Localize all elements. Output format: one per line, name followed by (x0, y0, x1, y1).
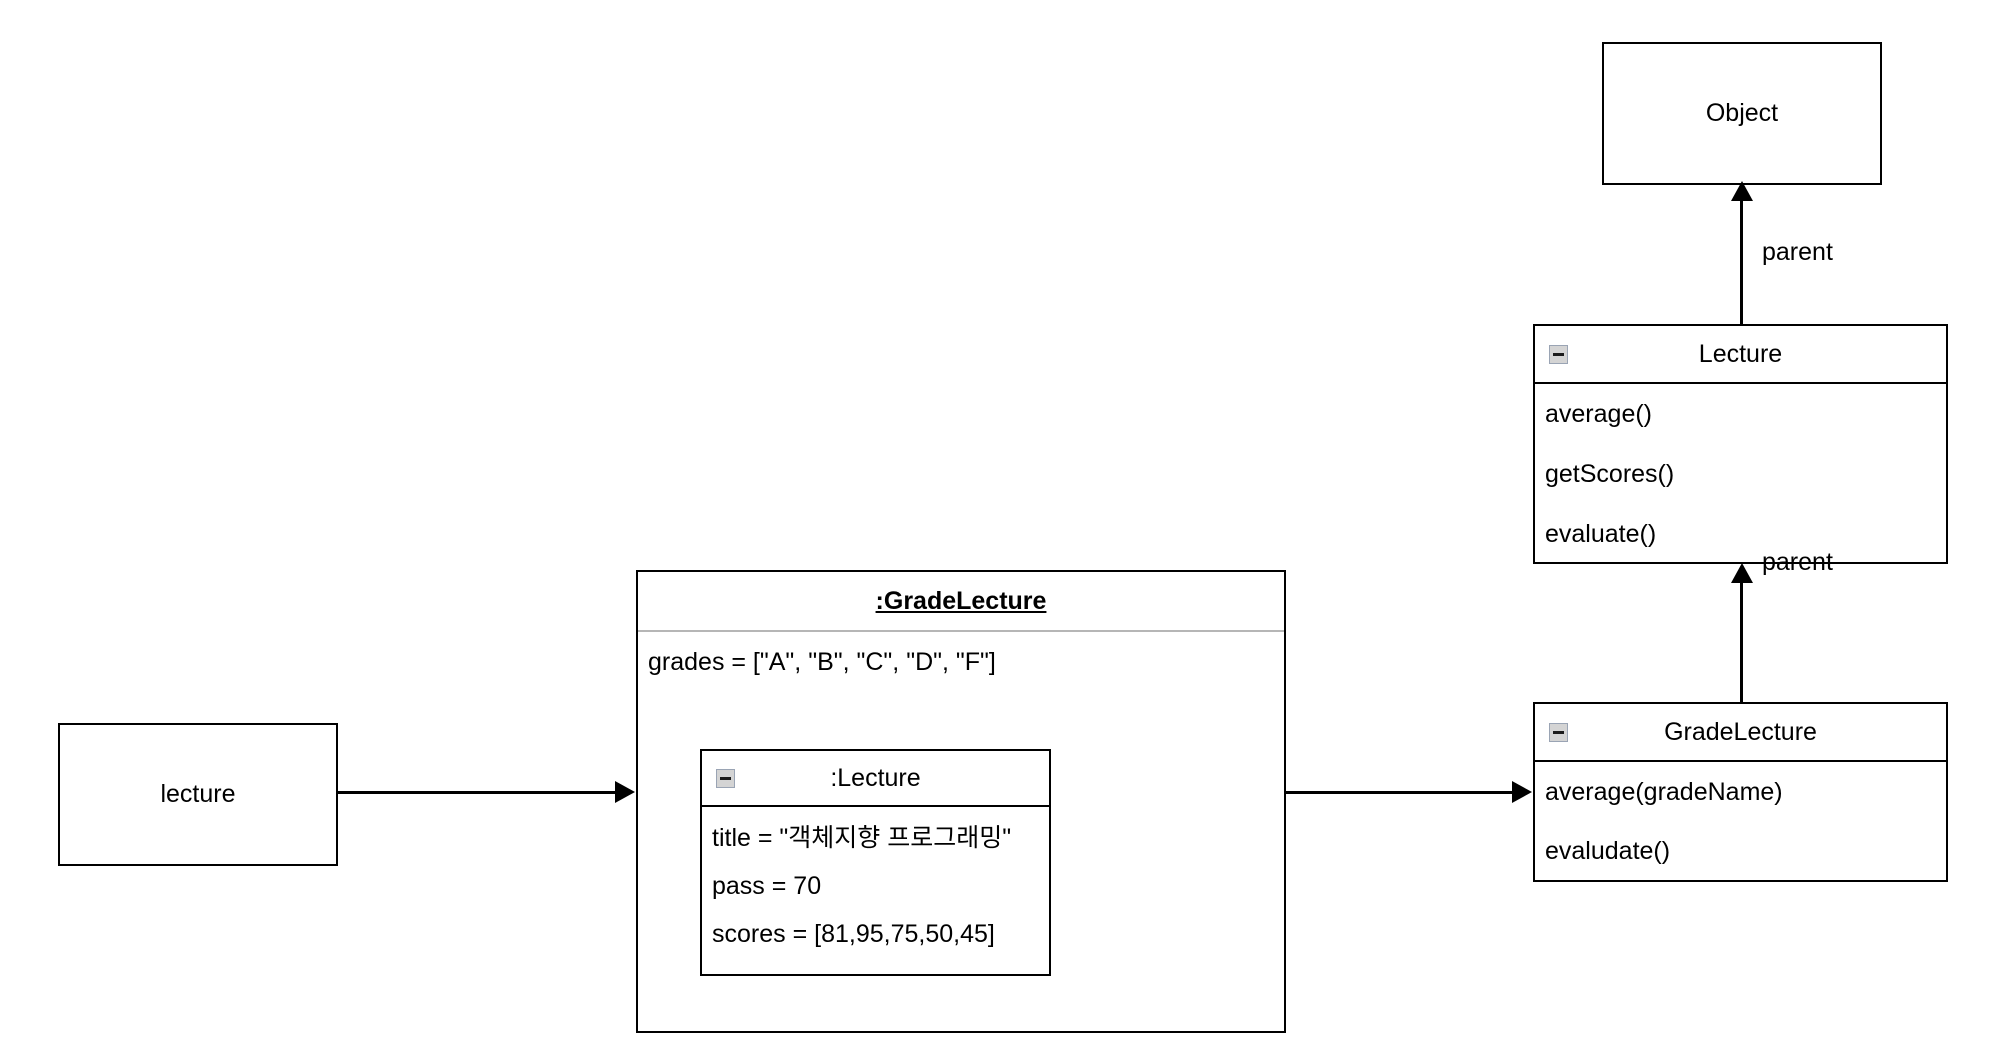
lecture-class-box[interactable]: Lecture average() getScores() evaluate() (1533, 324, 1948, 564)
edge-gradelecture-parent-lecture (1740, 578, 1743, 704)
arrowhead-gradelecture-object-to-class (1512, 781, 1532, 803)
lecture-object-name: :Lecture (830, 763, 921, 792)
lecture-class-method-evaluate: evaluate() (1545, 519, 1657, 548)
gradelecture-class-box[interactable]: GradeLecture average(gradeName) evaludat… (1533, 702, 1948, 882)
edge-label-parent-lecture: parent (1762, 238, 1833, 266)
gradelecture-object-header: :GradeLecture (638, 572, 1284, 632)
gradelecture-object-attribute-grades: grades = ["A", "B", "C", "D", "F"] (648, 648, 996, 676)
gradelecture-class-method-evaludate: evaludate() (1545, 836, 1671, 865)
collapse-minus-icon[interactable] (1549, 345, 1568, 364)
gradelecture-class-name: GradeLecture (1664, 717, 1817, 746)
gradelecture-object-box[interactable]: :GradeLecture grades = ["A", "B", "C", "… (636, 570, 1286, 1033)
object-class-box[interactable]: Object (1602, 42, 1882, 185)
gradelecture-class-members: average(gradeName) evaludate() (1535, 762, 1946, 880)
lecture-object-attribute-scores: scores = [81,95,75,50,45] (712, 920, 995, 948)
lecture-class-members: average() getScores() evaluate() (1535, 384, 1946, 564)
lecture-class-method-getscores: getScores() (1545, 459, 1675, 488)
gradelecture-object-name: :GradeLecture (875, 586, 1047, 615)
lecture-class-method-average: average() (1545, 399, 1652, 428)
lecture-object-box[interactable]: :Lecture title = "객체지향 프로그래밍" pass = 70 … (700, 749, 1051, 976)
lecture-reference-label: lecture (160, 780, 236, 808)
arrowhead-gradelecture-parent-lecture (1731, 563, 1753, 583)
collapse-minus-bar (1553, 353, 1564, 356)
object-class-name: Object (1705, 99, 1779, 127)
arrowhead-lecture-to-gradelecture-object (615, 781, 635, 803)
collapse-minus-icon[interactable] (716, 769, 735, 788)
lecture-object-attribute-title: title = "객체지향 프로그래밍" (712, 824, 1012, 852)
edge-label-parent-gradelecture: parent (1762, 548, 1833, 576)
lecture-object-attribute-pass: pass = 70 (712, 872, 822, 900)
lecture-class-name: Lecture (1698, 339, 1783, 368)
collapse-minus-icon[interactable] (1549, 723, 1568, 742)
edge-lecture-to-gradelecture-object (338, 791, 620, 794)
lecture-class-header: Lecture (1535, 326, 1946, 384)
edge-gradelecture-object-to-class (1286, 791, 1516, 794)
arrowhead-lecture-parent-object (1731, 181, 1753, 201)
collapse-minus-bar (1553, 731, 1564, 734)
lecture-object-header: :Lecture (702, 751, 1049, 807)
gradelecture-class-method-average: average(gradeName) (1545, 777, 1783, 806)
gradelecture-class-header: GradeLecture (1535, 704, 1946, 762)
lecture-reference-box[interactable]: lecture (58, 723, 338, 866)
collapse-minus-bar (720, 777, 731, 780)
edge-lecture-parent-object (1740, 196, 1743, 324)
